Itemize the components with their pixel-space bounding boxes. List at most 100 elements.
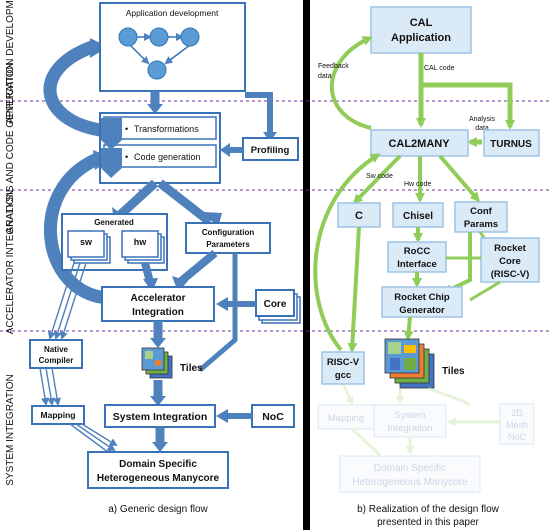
c-label: C (355, 210, 363, 222)
feedback-arrow (330, 36, 373, 130)
turnus-box (483, 129, 540, 157)
tiles-icon-right (384, 338, 435, 389)
phase-dividers (0, 100, 550, 332)
tiles-right-label: Tiles (442, 366, 465, 377)
mapping-label: Mapping (41, 410, 76, 420)
graph-node-3 (180, 27, 200, 47)
arrow-c-gcc (347, 226, 361, 353)
sw-box (67, 230, 105, 258)
mapping-right-label: Mapping (328, 413, 364, 424)
tiles-label: Tiles (180, 363, 203, 374)
phase-label-app-dev: APPLICATION DEVELOPMENT (5, 0, 16, 124)
arrow-to-profiling (245, 92, 273, 135)
c-box (337, 202, 381, 228)
rocket-core-line1: Rocket (494, 243, 527, 254)
code-generation-bullet: • (125, 152, 128, 162)
accel-integration-line1: Accelerator (130, 293, 185, 304)
mesh-noc-line3: NoC (508, 432, 527, 442)
left-feedback-arrows (43, 40, 107, 304)
arrow-rocketchip-tiles (403, 316, 414, 341)
conf-params-line1: Conf (470, 206, 492, 217)
compiler-to-mapping-arrows (39, 367, 61, 406)
rocket-chip-box (381, 286, 463, 318)
arrows-analysis-to-accel (116, 179, 213, 226)
mapping-box (31, 405, 85, 425)
profiling-label: Profiling (251, 145, 290, 156)
sw-code-label: Sw code (366, 173, 393, 180)
rocket-chip-line1: Rocket Chip (394, 292, 450, 303)
mapping-to-domain-arrows (69, 423, 118, 457)
rocket-chip-line2: Generator (399, 305, 445, 316)
domain-specific-right-line1: Domain Specific (374, 463, 446, 474)
chevron-down-icon (101, 118, 122, 150)
arrow-config-to-tiles (198, 253, 238, 372)
arrow-cal-turnus (421, 82, 515, 130)
app-dev-title: Application development (126, 8, 219, 18)
cal-application-box (370, 6, 472, 54)
system-integration-right-line2: Integration (388, 423, 433, 434)
analysis-data-line1: Analysis (469, 116, 496, 123)
transformations-label: Transformations (134, 124, 199, 134)
phase-label-accel: ACCELERATOR INTEGRATION (5, 190, 16, 334)
rocc-line2: Interface (397, 259, 437, 270)
domain-specific-line1: Domain Specific (119, 459, 197, 470)
riscv-gcc-box (321, 351, 365, 385)
graph-node-1 (118, 27, 138, 47)
analysis-data-line2: data (475, 125, 489, 132)
hw-label: hw (134, 237, 147, 247)
feedback-line2: data (318, 73, 332, 80)
mesh-noc-box (499, 403, 535, 445)
feedback-line1: Feedback (318, 63, 349, 70)
cal-application-line1: CAL (410, 17, 433, 29)
panel-divider (303, 0, 310, 530)
domain-specific-line2: Heterogeneous Manycore (97, 473, 220, 484)
caption-right-line2: presented in this paper (377, 517, 479, 528)
caption-left: a) Generic design flow (108, 504, 208, 515)
turnus-label: TURNUS (490, 139, 532, 150)
cal2many-label: CAL2MANY (388, 138, 450, 150)
phase-label-analysis: ANALYSIS AND CODE GENERATION (5, 62, 16, 233)
rocc-box (387, 241, 447, 273)
domain-specific-box (87, 451, 229, 489)
rocket-core-line3: (RISC-V) (491, 269, 530, 280)
cal-application-line2: Application (391, 32, 451, 44)
arrow-core-rocketchip (469, 280, 501, 302)
mesh-noc-line1: 2D (511, 408, 523, 418)
caption-right-line1: b) Realization of the design flow (357, 504, 500, 515)
rocket-core-line2: Core (499, 256, 521, 267)
sw-to-compiler-arrows (48, 262, 87, 340)
graph-node-4 (147, 60, 167, 80)
system-integration-box-right (373, 404, 447, 438)
cal2many-box (370, 129, 469, 157)
chevron-down-icon (101, 148, 122, 178)
accel-integration-line2: Integration (132, 307, 184, 318)
transformations-bullet: • (125, 124, 128, 134)
rocc-line1: RoCC (404, 246, 431, 257)
core-label: Core (264, 299, 287, 310)
native-compiler-box (29, 339, 83, 369)
system-integration-label: System Integration (113, 411, 208, 423)
native-compiler-line1: Native (44, 345, 69, 354)
noc-label: NoC (262, 411, 284, 423)
domain-specific-right-line2: Heterogeneous Manycore (352, 477, 468, 488)
app-graph (129, 33, 191, 65)
phase-label-sys: SYSTEM INTEGRATION (5, 374, 16, 486)
generated-label: Generated (94, 218, 134, 227)
tiles-icon (141, 347, 173, 379)
domain-specific-box-right (339, 455, 481, 493)
hw-box (121, 230, 159, 258)
hw-code-label: Hw code (404, 181, 431, 188)
chisel-label: Chisel (403, 211, 433, 222)
app-dev-box (99, 2, 246, 92)
mapping-box-right (317, 404, 375, 430)
native-compiler-line2: Compiler (39, 356, 74, 365)
conf-params-line2: Params (464, 219, 498, 230)
code-generation-label: Code generation (134, 152, 201, 162)
graph-node-2 (149, 27, 169, 47)
config-params-line1: Configuration (202, 228, 255, 237)
mesh-noc-line2: Mesh (506, 420, 528, 430)
sw-label: sw (80, 237, 93, 247)
rocket-core-box (480, 237, 540, 283)
